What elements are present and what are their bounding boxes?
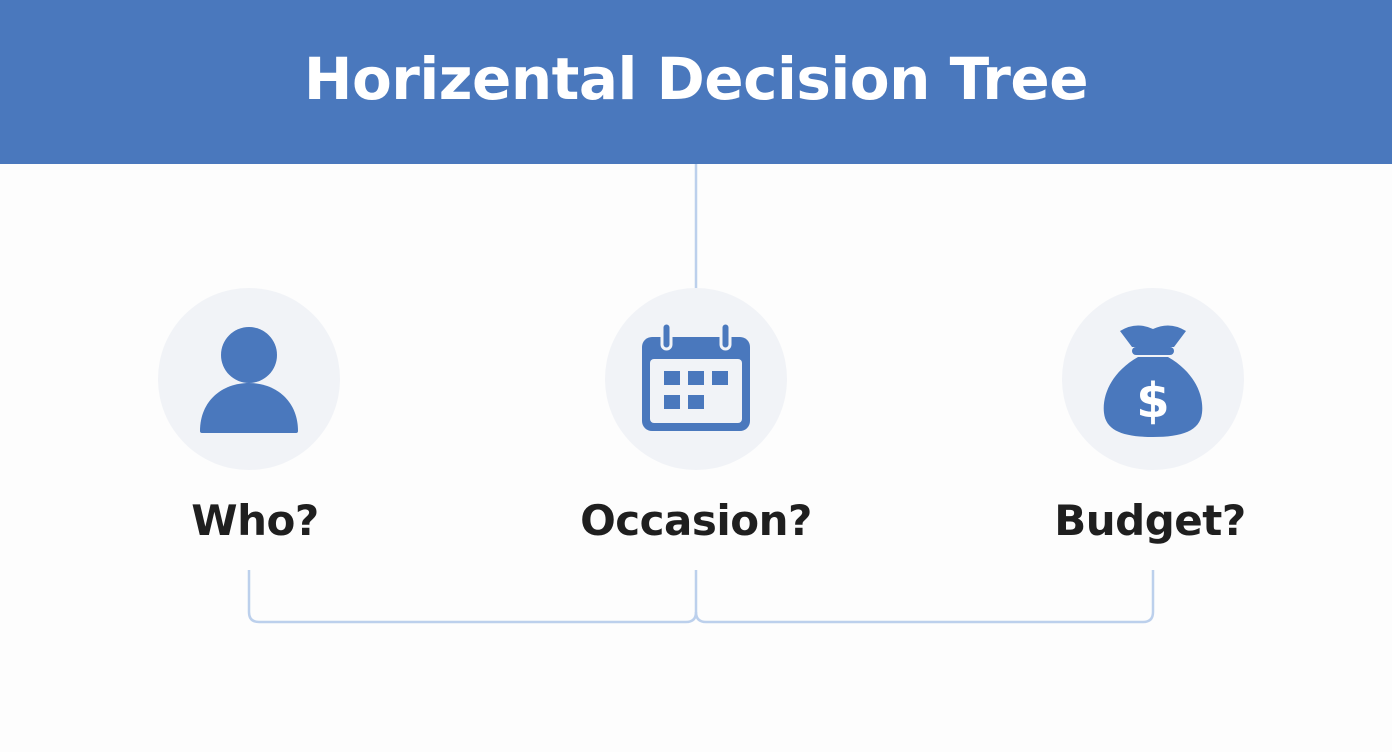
svg-text:$: $ [1136,373,1169,429]
node-budget: $ [1062,288,1244,470]
calendar-icon [642,321,750,431]
bottom-connector-left [247,570,698,624]
bottom-connector-right [694,570,1155,624]
node-occasion [605,288,787,470]
person-icon [200,327,298,433]
node-label-occasion: Occasion? [580,496,812,545]
node-who [158,288,340,470]
node-label-who: Who? [191,496,319,545]
diagram-title: Horizental Decision Tree [303,45,1089,113]
header-banner: Horizental Decision Tree [0,0,1392,164]
money-bag-icon: $ [1103,325,1203,437]
node-label-budget: Budget? [1054,496,1246,545]
